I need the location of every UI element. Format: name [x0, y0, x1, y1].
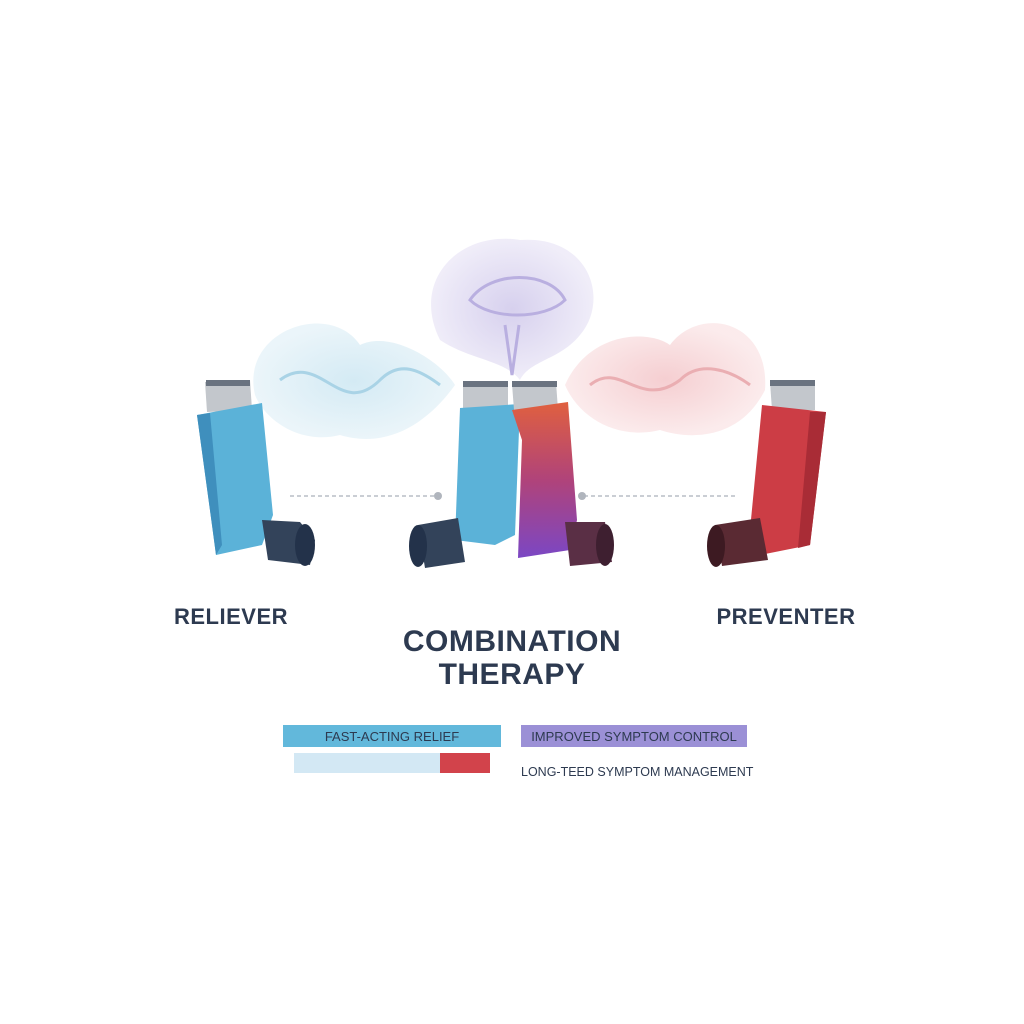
- combination-label-line1: COMBINATION: [402, 625, 622, 658]
- blue-mist: [253, 323, 455, 439]
- legend-long-term-bar: [294, 753, 440, 773]
- legend-improved-symptom-control: IMPROVED SYMPTOM CONTROL: [521, 725, 747, 747]
- legend-long-term-bar-red: [440, 753, 490, 773]
- reliever-inhaler: [197, 380, 315, 566]
- connector-right-dot: [578, 492, 586, 500]
- legend-long-term-symptom-management: LONG-TEED SYMPTOM MANAGEMENT: [521, 765, 754, 779]
- red-mist: [565, 323, 766, 436]
- connector-left-dot: [434, 492, 442, 500]
- purple-mist: [431, 238, 594, 380]
- combination-label-line2: THERAPY: [438, 658, 586, 691]
- combination-red-inhaler: [512, 381, 614, 566]
- legend-fast-acting-relief: FAST-ACTING RELIEF: [283, 725, 501, 747]
- preventer-label: PREVENTER: [716, 604, 856, 629]
- combination-blue-inhaler: [409, 381, 520, 568]
- reliever-label: RELIEVER: [173, 604, 289, 629]
- preventer-inhaler: [707, 380, 826, 567]
